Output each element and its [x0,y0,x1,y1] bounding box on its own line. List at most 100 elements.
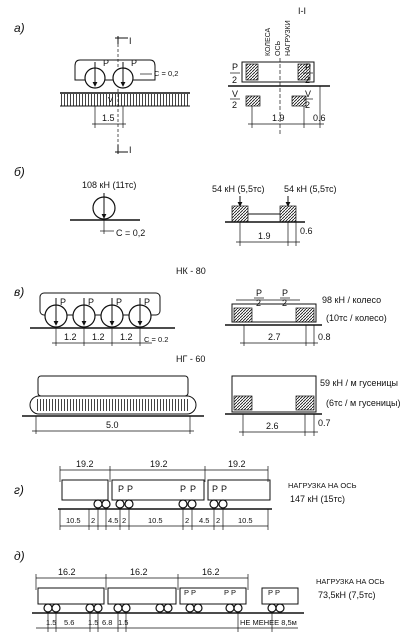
force-p: P [221,484,227,494]
dim-1-9: 1.9 [272,113,285,123]
bottom-dim: 2 [185,516,189,525]
force-p: P [131,58,137,68]
dim-2-6: 2.6 [266,421,279,431]
p-half-num: P [282,288,288,298]
load-value: 147 кН (15тс) [290,494,345,504]
track-section [233,395,253,411]
top-dim: 19.2 [228,459,246,469]
force-p: P [116,297,122,307]
dim-2-7: 2.7 [268,332,281,342]
dim-0-6: 0.6 [313,113,326,123]
section-b-label: б) [14,165,25,179]
top-dim: 19.2 [76,459,94,469]
cut-mark-top: I [129,36,132,46]
bottom-ticks [59,509,269,530]
wheel-section [297,63,311,81]
load-right: 54 кН (5,5тс) [284,184,336,194]
load-kn2: 59 кН / м гусеницы [320,378,398,388]
bottom-dim: 2 [91,516,95,525]
load-title: НАГРУЗКА НА ОСЬ [316,577,385,586]
v-half-den: 2 [305,100,310,110]
force-p: P [88,297,94,307]
load-ts2: (6тс / м гусеницы) [326,398,401,408]
force-p: P P [224,588,236,597]
wheel-section [295,307,315,323]
dim-0-6: 0.6 [300,226,313,236]
v-half-den: 2 [232,100,237,110]
p-half-num: P [232,62,238,72]
force-p: P [103,58,109,68]
bottom-dim: 10.5 [148,516,163,525]
cut-mark-bottom: I [129,145,132,155]
title-ng60: НГ - 60 [176,354,205,364]
force-p: P [144,297,150,307]
bottom-dim: 5.6 [64,618,74,627]
vlabel-kolesa: КОЛЕСА [265,27,272,56]
wheel-section [233,307,253,323]
axle-group [93,499,228,509]
top-dim: 16.2 [130,567,148,577]
section-d: д) 16.2 16.2 16.2 P P P P P P [14,549,385,632]
section-title: I-I [298,6,306,16]
p-half-den: 2 [282,298,287,308]
v-half-num: V [232,89,238,99]
dim-1-2: 1.2 [92,332,105,342]
vlabel-nagruzki: НАГРУЗКИ [285,20,292,56]
dim-0-8: 0.8 [318,332,331,342]
c-label: C = 0,2 [154,69,178,78]
bottom-dim: 6.8 [102,618,112,627]
force-p: P [60,297,66,307]
top-dim: 19.2 [150,459,168,469]
section-v-label: в) [14,285,24,299]
bottom-dim: 4.5 [108,516,118,525]
c-label: C = 0.2 [144,335,168,344]
dim-1-9: 1.9 [258,231,271,241]
dim-1-2: 1.2 [120,332,133,342]
bottom-dim: 10.5 [238,516,253,525]
section-g-label: г) [14,483,24,497]
dim-0-7: 0.7 [318,418,331,428]
load-strip [291,95,307,107]
bottom-dim: 4.5 [199,516,209,525]
dim-1-2: 1.2 [64,332,77,342]
load-left: 54 кН (5,5тс) [212,184,264,194]
top-dim: 16.2 [202,567,220,577]
force-p: P [212,484,218,494]
section-g: г) 19.2 19.2 19.2 P P P P P P [14,459,357,530]
force-p: P [190,484,196,494]
vlabel-os: ОСЬ [275,41,282,57]
wheel-section [231,205,249,223]
bottom-dim: 1.5 [118,618,128,627]
wheel-section [279,205,297,223]
force-p: P P [184,588,196,597]
load-strip [245,95,261,107]
force-p: P P [268,588,280,597]
bottom-dim: 1.5 [46,618,56,627]
bottom-dim: 10.5 [66,516,81,525]
title-nk80: НК - 80 [176,266,206,276]
bottom-ticks [47,613,273,632]
bottom-dim: 2 [122,516,126,525]
dim-5-0: 5.0 [106,420,119,430]
load-value: 73,5кН (7,5тс) [318,590,375,600]
wheel-section [245,63,259,81]
v-half-num: V [305,89,311,99]
p-half-den: 2 [232,75,237,85]
dim-1-5: 1.5 [102,113,115,123]
track-section [295,395,315,411]
section-d-label: д) [14,549,25,563]
bottom-dim: 1.5 [88,618,98,627]
section-b: б) 108 кН (11тс) C = 0,2 54 кН (5,5тс) 5… [14,165,336,246]
force-p: P [127,484,133,494]
force-p: P [180,484,186,494]
axle-group [43,603,285,613]
section-a: а) I I P P C = 0,2 V 1.5 I-I КОЛЕСА ОСЬ … [14,6,330,155]
gap-label: НЕ МЕНЕЕ 8,5м [240,618,297,627]
section-a-label: а) [14,21,25,35]
v-label: V [108,95,113,104]
load-title: НАГРУЗКА НА ОСЬ [288,481,357,490]
force-p: P [118,484,124,494]
section-v: НК - 80 в) P P P P 1.2 1.2 1.2 C = 0.2 P… [14,266,401,436]
load-ts: (10тс / колесо) [326,313,387,323]
